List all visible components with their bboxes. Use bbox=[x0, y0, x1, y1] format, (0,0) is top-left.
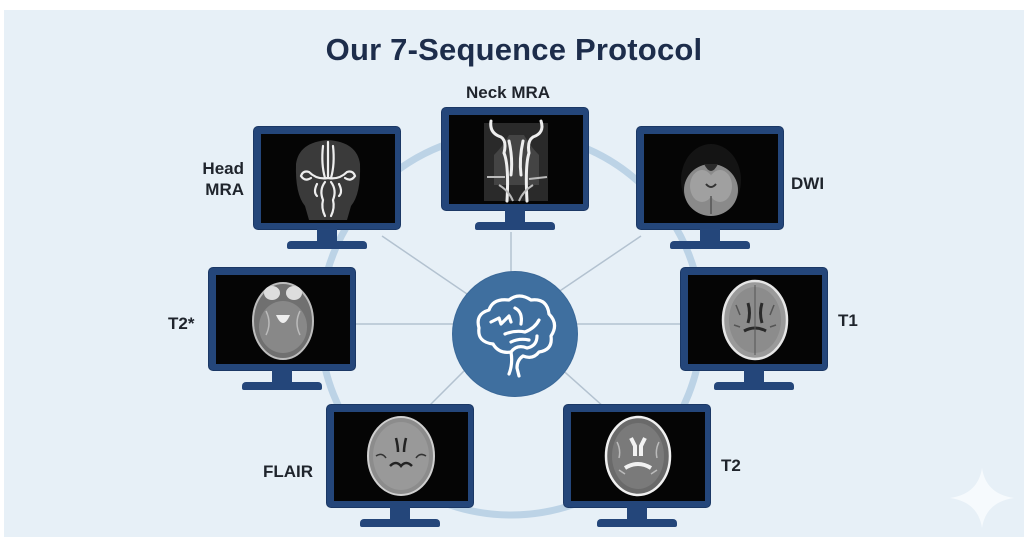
monitor-stand-base bbox=[287, 241, 367, 249]
monitor-head-mra bbox=[253, 126, 401, 252]
monitor-stand-neck bbox=[317, 229, 337, 242]
central-hub bbox=[453, 272, 577, 396]
mri-image-neck-mra bbox=[449, 115, 583, 204]
mri-image-t1 bbox=[688, 275, 822, 364]
label-head-mra-line2: MRA bbox=[205, 180, 244, 199]
page-title: Our 7-Sequence Protocol bbox=[325, 32, 703, 67]
monitor-t1 bbox=[680, 267, 828, 393]
monitor-stand-base bbox=[670, 241, 750, 249]
label-head-mra: Head MRA bbox=[200, 158, 244, 200]
monitor-t2star bbox=[208, 267, 356, 393]
monitor-bezel bbox=[563, 404, 711, 508]
label-flair: FLAIR bbox=[263, 462, 314, 481]
label-t1: T1 bbox=[838, 311, 858, 330]
label-dwi: DWI bbox=[791, 174, 825, 193]
mri-image-t2star bbox=[216, 275, 350, 364]
monitor-flair bbox=[326, 404, 474, 530]
monitor-stand-neck bbox=[627, 507, 647, 520]
monitor-stand-neck bbox=[272, 370, 292, 383]
label-neck-mra: Neck MRA bbox=[466, 83, 551, 102]
monitor-stand-neck bbox=[390, 507, 410, 520]
mri-image-t2 bbox=[571, 412, 705, 501]
monitor-bezel bbox=[636, 126, 784, 230]
monitor-stand-base bbox=[475, 222, 555, 230]
monitor-stand-base bbox=[242, 382, 322, 390]
label-head-mra-line1: Head bbox=[202, 159, 244, 178]
monitor-bezel bbox=[253, 126, 401, 230]
monitor-dwi bbox=[636, 126, 784, 252]
mri-image-flair bbox=[334, 412, 468, 501]
monitor-bezel bbox=[208, 267, 356, 371]
label-t2star: T2* bbox=[168, 314, 195, 333]
monitor-stand-neck bbox=[505, 210, 525, 223]
diagram-canvas: Our 7-Sequence Protocol bbox=[4, 10, 1024, 537]
monitor-stand-base bbox=[714, 382, 794, 390]
monitor-stand-base bbox=[360, 519, 440, 527]
monitor-bezel bbox=[441, 107, 589, 211]
monitor-neck-mra bbox=[441, 107, 589, 233]
monitor-stand-base bbox=[597, 519, 677, 527]
mri-image-dwi bbox=[644, 134, 778, 223]
monitor-stand-neck bbox=[744, 370, 764, 383]
mri-image-head-mra bbox=[261, 134, 395, 223]
monitor-bezel bbox=[680, 267, 828, 371]
brain-icon bbox=[476, 294, 557, 378]
monitor-t2 bbox=[563, 404, 711, 530]
sparkle-icon bbox=[950, 468, 1014, 528]
label-t2: T2 bbox=[721, 456, 741, 475]
monitor-bezel bbox=[326, 404, 474, 508]
monitor-stand-neck bbox=[700, 229, 720, 242]
